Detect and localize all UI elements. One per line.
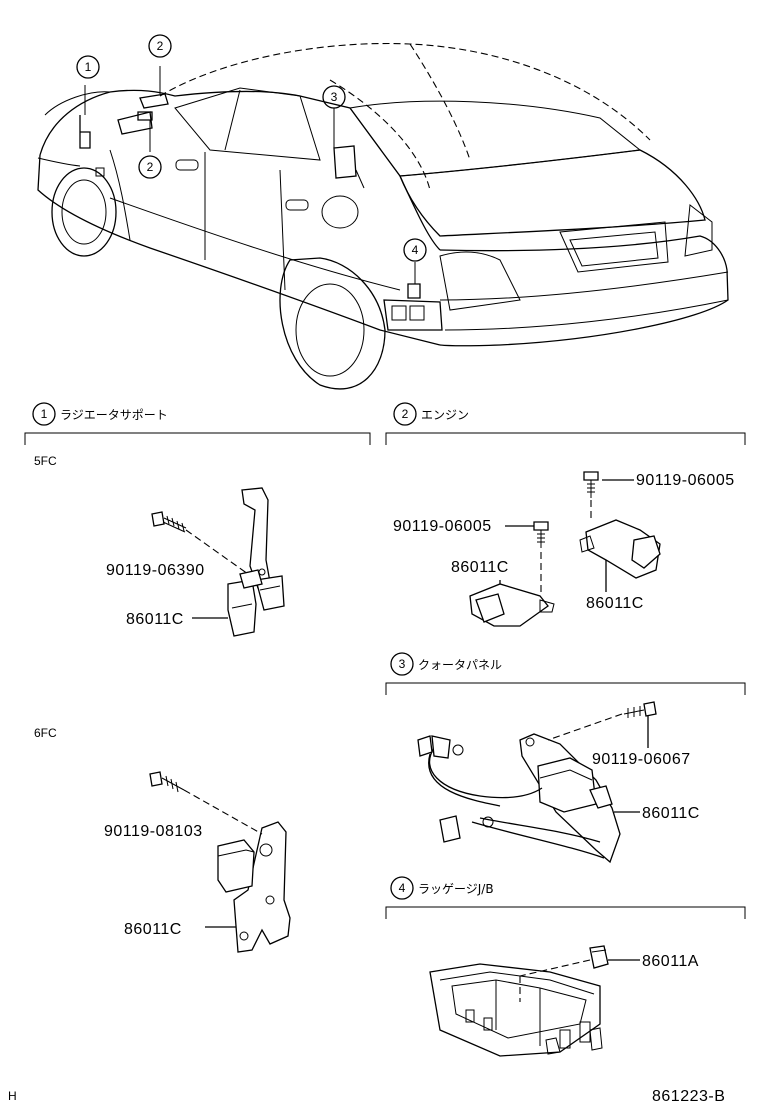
quarter-panel-assembly [417,701,657,864]
callout-1: 1 [76,55,100,79]
part-number-quarter-panel-relay: 86011C [642,805,700,822]
part-number-5fc-bolt: 90119-06390 [106,562,205,579]
callout-1-number: 1 [85,60,92,74]
callout-3-number: 3 [331,90,338,104]
section-3-header: 3 クォータパネル [385,652,746,695]
section-3-title: クォータパネル [418,658,502,672]
section-1-header: 1 ラジエータサポート [24,402,371,445]
callout-2-top: 2 [148,34,172,58]
bolt-icon [151,511,187,533]
part-number-6fc-relay: 86011C [124,921,182,938]
section-3-number: 3 [399,657,406,671]
callout-2-top-number: 2 [157,39,164,53]
luggage-junction-block-assembly [429,945,640,1057]
part-number-engine-bolt-left: 90119-06005 [393,518,492,535]
part-number-luggage-relay: 86011A [642,953,699,970]
section-2-title: エンジン [421,408,469,422]
variant-6fc-label: 6FC [34,726,57,740]
car-illustration [37,42,729,390]
part-number-engine-bolt-top: 90119-06005 [636,472,735,489]
callout-4: 4 [403,238,427,262]
footer-left-mark: H [8,1089,17,1103]
section-1-title: ラジエータサポート [60,408,168,422]
part-number-quarter-panel-bolt: 90119-06067 [592,751,691,768]
callout-3: 3 [322,85,346,109]
drawing-id: 861223-B [652,1088,725,1105]
bolt-icon [149,771,185,793]
callout-2-bottom: 2 [138,155,162,179]
callout-2-bottom-number: 2 [147,160,154,174]
section-2-number: 2 [402,407,409,421]
part-number-6fc-bolt: 90119-08103 [104,823,203,840]
part-number-5fc-relay: 86011C [126,611,184,628]
bolt-icon [623,701,657,718]
bolt-icon [583,471,599,498]
section-4-header: 4 ラッゲージJ/B [385,876,746,919]
section-2-bracket [385,432,746,445]
section-1-number: 1 [41,407,48,421]
callout-4-number: 4 [412,243,419,257]
radiator-support-5fc-assembly [151,487,285,637]
section-4-title: ラッゲージJ/B [418,882,494,896]
section-3-bracket [385,682,746,695]
part-number-engine-relay-right: 86011C [586,595,644,612]
engine-assembly [469,471,661,627]
section-2-header: 2 エンジン [385,402,746,445]
section-4-number: 4 [399,881,406,895]
bolt-icon [533,521,549,548]
part-number-engine-relay-left: 86011C [451,559,509,576]
section-1-bracket [24,432,371,445]
radiator-support-6fc-assembly [149,771,291,953]
variant-5fc-label: 5FC [34,454,57,468]
section-4-bracket [385,906,746,919]
